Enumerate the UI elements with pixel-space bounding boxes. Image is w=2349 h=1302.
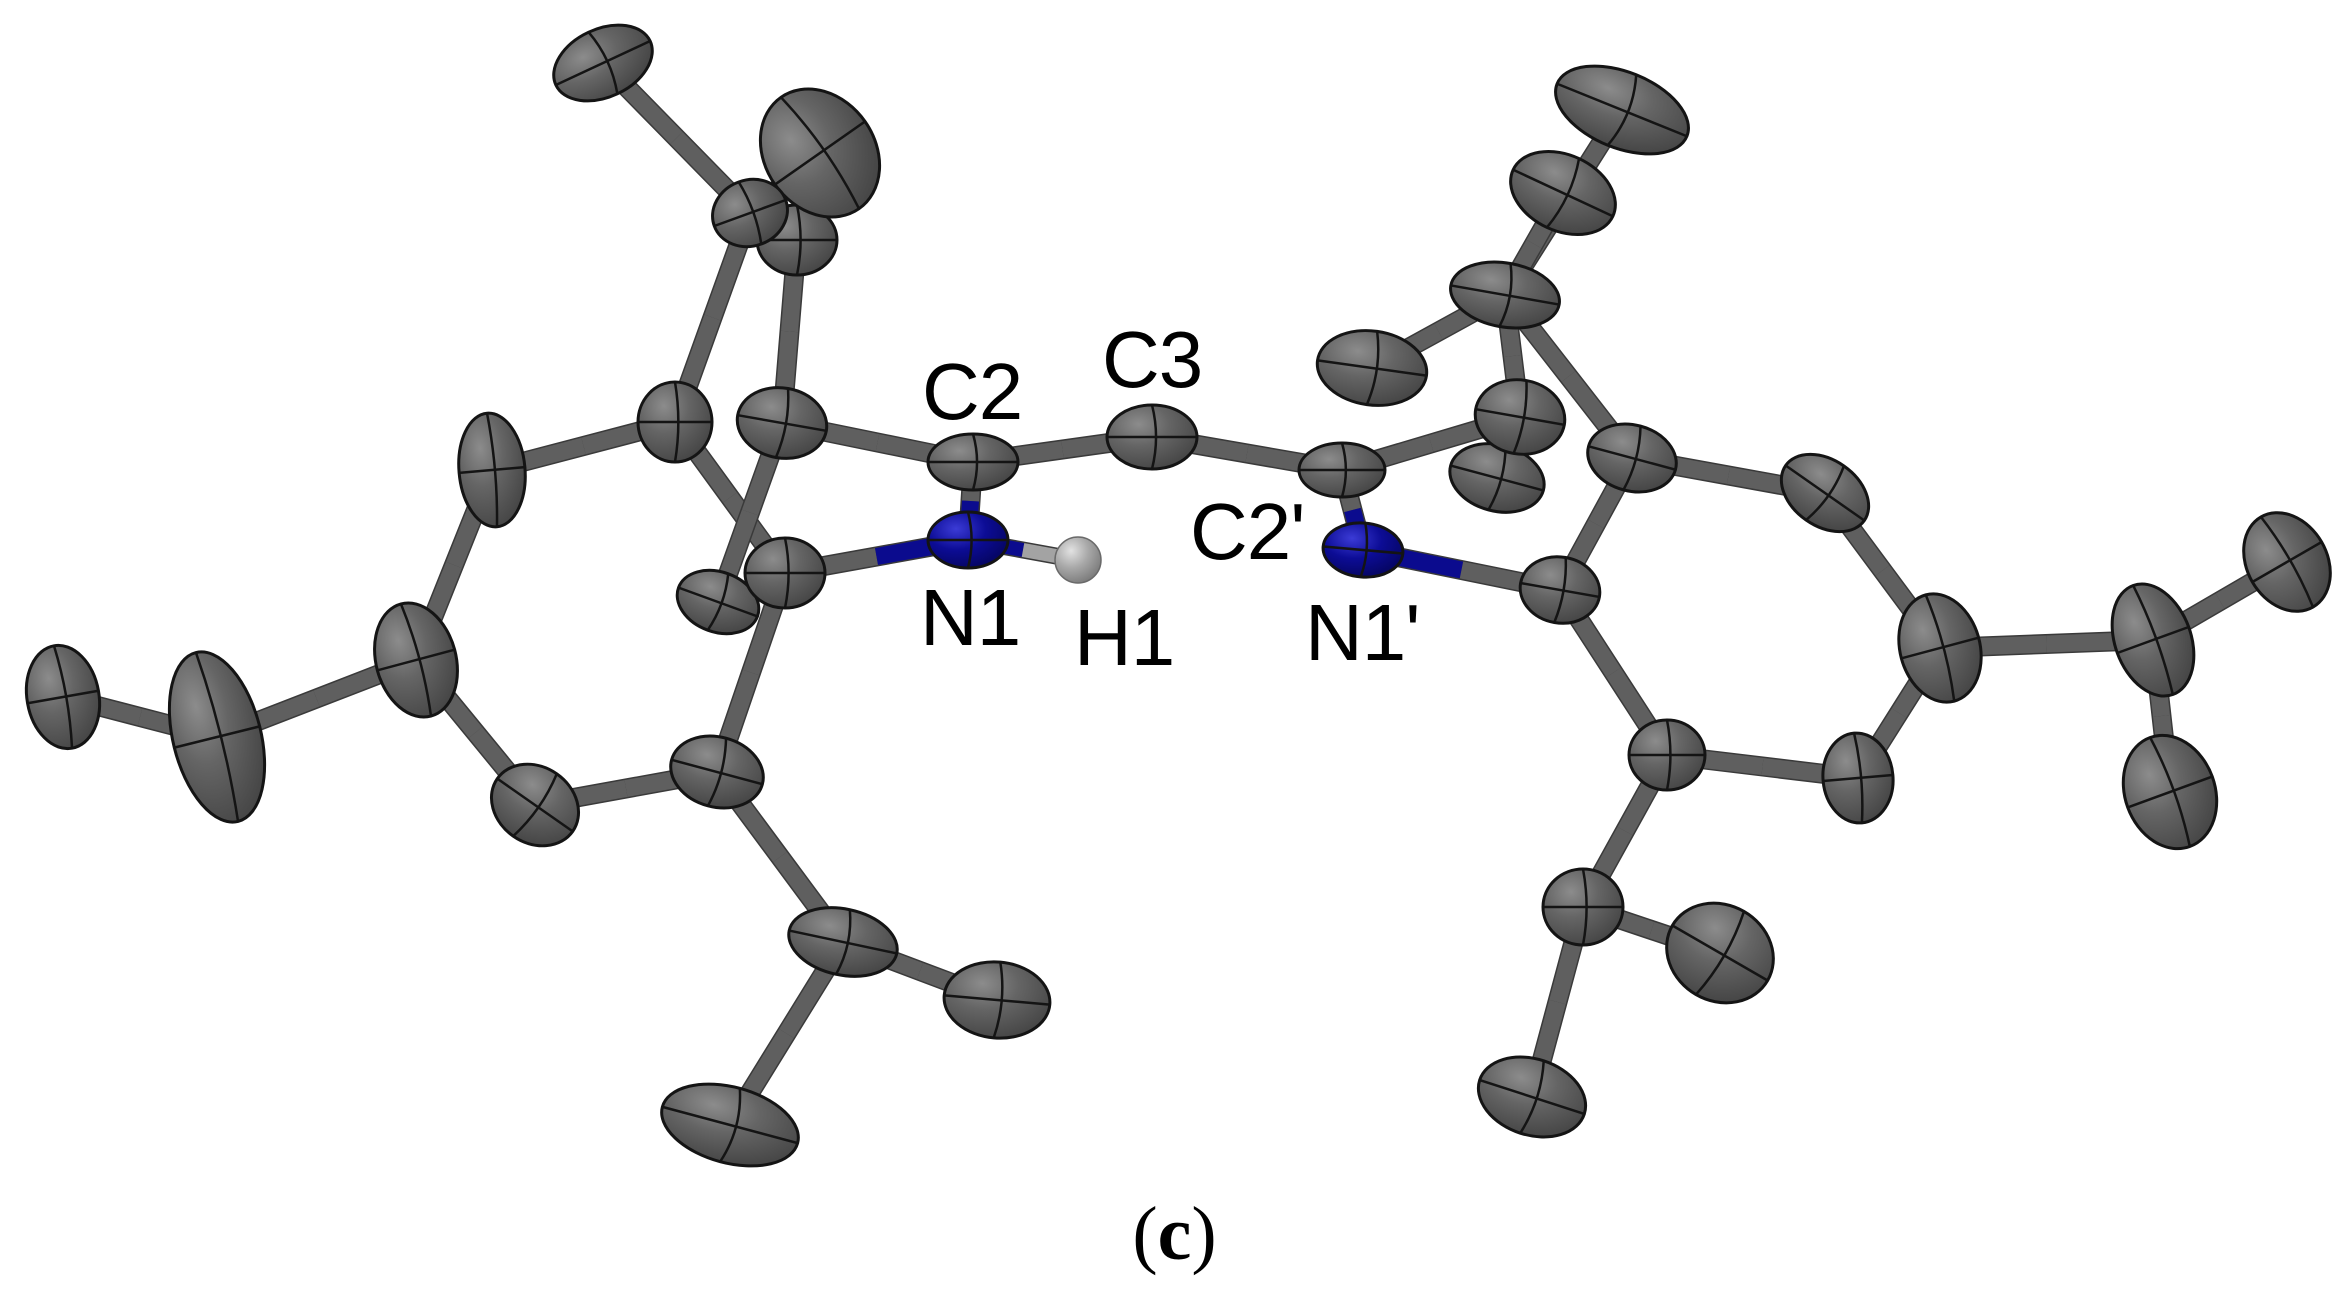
- figure-caption: (c): [0, 1196, 2349, 1272]
- atom-R_meLow: [2121, 733, 2219, 851]
- atom-L_me2L: [660, 1082, 800, 1168]
- atom-L_A: [636, 380, 714, 464]
- atom-L_me_top: [552, 23, 654, 103]
- atom-R_meFar: [2242, 511, 2332, 613]
- atom-R_me_top: [1554, 64, 1690, 156]
- atom-L_LR: [669, 734, 765, 810]
- atom-L_iPrCH: [711, 177, 789, 249]
- atom-L_behind2: [675, 568, 761, 636]
- label-n1: N1: [920, 573, 1021, 662]
- atom-C2p: [1297, 441, 1387, 499]
- label-c2-prime: C2': [1190, 487, 1306, 576]
- atom-H1: [1054, 536, 1102, 584]
- atom-N1p: [1321, 521, 1405, 579]
- caption-close-paren: ): [1191, 1192, 1217, 1276]
- atom-R_B: [1473, 378, 1567, 456]
- atom-R_iPrCH: [1449, 260, 1561, 330]
- atom-L_iPr2CH: [787, 906, 899, 978]
- atom-R_iPr2CH: [1541, 867, 1625, 947]
- atom-R_meLeft: [1315, 329, 1429, 407]
- bond-layer: [53, 53, 2297, 1135]
- atom-L_me_big: [758, 87, 882, 219]
- label-h1: H1: [1074, 593, 1175, 682]
- label-n1-prime: N1': [1305, 588, 1421, 677]
- atom-L_B: [735, 386, 829, 460]
- atom-R_me3R: [1665, 901, 1775, 1005]
- atom-R_behind: [1448, 442, 1546, 514]
- atom-L_farLeft: [24, 643, 102, 751]
- atom-L_me2R: [942, 960, 1052, 1040]
- atom-C2: [926, 432, 1020, 492]
- atom-R_LR: [1821, 731, 1895, 825]
- atom-R_para: [1897, 592, 1983, 704]
- atom-C3: [1105, 403, 1199, 471]
- atom-R_me3L: [1476, 1055, 1588, 1139]
- atom-R_A: [1586, 422, 1678, 494]
- atom-L_tBuC: [167, 650, 267, 824]
- label-c2: C2: [922, 347, 1023, 436]
- atom-layer: [24, 23, 2332, 1168]
- atom-L_para: [373, 601, 459, 719]
- atom-L_LL: [489, 762, 581, 848]
- atom-R_LL: [1627, 718, 1707, 792]
- atom-L_UL: [457, 411, 527, 529]
- caption-panel-letter: c: [1157, 1192, 1192, 1276]
- atom-L_Nipso: [743, 536, 827, 610]
- atom-R_ringTop: [1779, 452, 1871, 534]
- atom-R_tBuC: [2110, 582, 2196, 698]
- atom-R_me2: [1509, 149, 1617, 237]
- atom-R_Nipso: [1518, 555, 1602, 625]
- label-c3: C3: [1102, 315, 1203, 404]
- atom-N1: [926, 510, 1010, 570]
- caption-open-paren: (: [1132, 1192, 1158, 1276]
